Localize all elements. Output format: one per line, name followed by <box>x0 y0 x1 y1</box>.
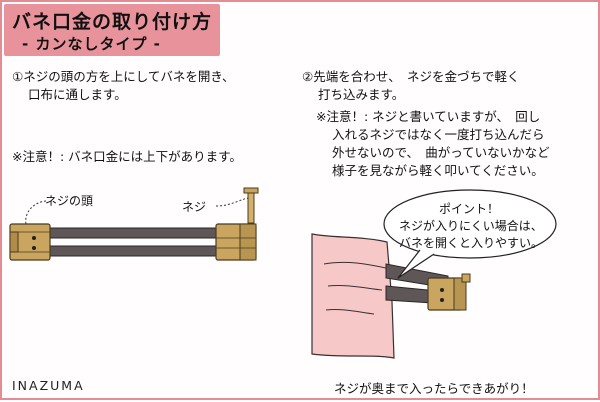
page-title: バネ口金の取り付け方 <box>12 11 213 33</box>
step1-text-line1: ①ネジの頭の方を上にしてバネを開き、 <box>12 69 235 84</box>
completion-text: ネジが奥まで入ったらできあがり！ <box>334 381 534 396</box>
label-screw: ネジ <box>182 200 207 214</box>
page-subtitle: - カンなしタイプ - <box>22 35 161 53</box>
bubble-title: ポイント！ <box>439 202 500 216</box>
step2-caution-line2: 入れるネジではなく一度打ち込んだら <box>332 127 545 142</box>
brand-logo-text: INAZUMA <box>12 378 85 393</box>
step2-caution-line3: 外せないので、 曲がっていないかなど <box>332 145 550 160</box>
fabric-hand-illustration <box>311 233 471 359</box>
step2-text-line1: ②先端を合わせ、 ネジを金づちで軽く <box>302 69 520 84</box>
step1-text-line2: 口布に通します。 <box>28 87 127 102</box>
step2-text-line2: 打ち込みます。 <box>318 87 405 102</box>
title-banner: バネ口金の取り付け方 - カンなしタイプ - <box>4 4 220 56</box>
label-screw-head: ネジの頭 <box>45 194 94 208</box>
step1-caution-note: ※注意！: バネ口金には上下があります。 <box>12 149 242 164</box>
step2-caution-line4: 様子を見ながら軽く叩いてください。 <box>332 163 544 178</box>
bubble-text-line1: ネジが入りにくい場合は、 <box>399 219 543 233</box>
point-speech-bubble <box>383 189 557 279</box>
bubble-text-line2: バネを開くと入りやすい。 <box>399 236 544 250</box>
step2-caution-line1: ※注意！: ネジと書いていますが、 回し <box>316 109 541 124</box>
spring-clasp-open-illustration <box>9 187 259 261</box>
